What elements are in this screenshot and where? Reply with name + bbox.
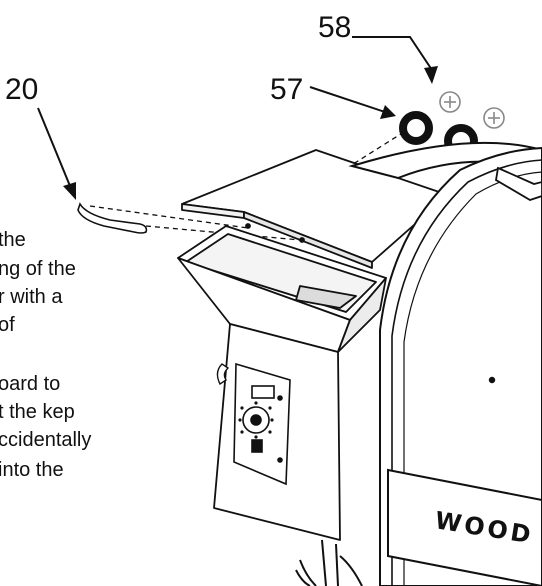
callout-20: 20 [5, 73, 76, 200]
instruction-line: into the [0, 459, 64, 481]
instruction-line: of [0, 314, 15, 336]
instruction-line: ccidentally [0, 429, 91, 451]
control-panel [233, 362, 291, 486]
side-bracket [216, 363, 230, 386]
rubber-washer-icon [399, 111, 433, 145]
instruction-line: r with a [0, 286, 63, 308]
instruction-line: the [0, 229, 26, 251]
leader-line-58 [352, 36, 433, 71]
leader-line-20 [37, 107, 71, 187]
instruction-text: the ng of the r with a of oard to t the … [0, 229, 91, 481]
callout-57: 57 [270, 73, 396, 119]
arrowhead-20 [63, 182, 76, 200]
instruction-line: t the kep [0, 401, 75, 423]
lid-handle-icon [77, 202, 148, 234]
callout-number-58: 58 [318, 11, 351, 44]
arrowhead-58 [424, 66, 438, 84]
callout-number-20: 20 [5, 73, 38, 106]
arrowhead-57 [380, 105, 396, 119]
power-switch [251, 439, 263, 453]
screw-head-icon [483, 107, 505, 129]
leader-line-57 [309, 86, 386, 113]
instruction-line: oard to [0, 373, 60, 395]
screw-head-icon [439, 91, 461, 113]
instruction-line: ng of the [0, 258, 76, 280]
grill-legs [295, 539, 363, 586]
barrel-lid-handle [495, 166, 542, 201]
controller-display [251, 385, 275, 399]
callout-number-57: 57 [270, 73, 303, 106]
brand-plate: WOOD P [387, 468, 542, 586]
callout-58: 58 [318, 11, 438, 84]
